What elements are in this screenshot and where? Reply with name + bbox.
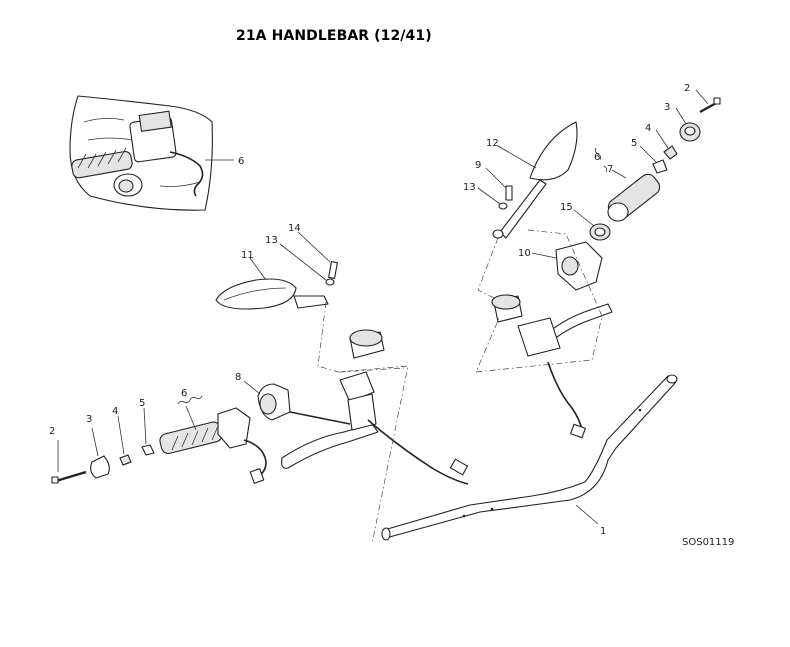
right-mirror-nut — [498, 202, 508, 210]
right-bar-end-weight — [679, 122, 701, 142]
callout-4-left: 4 — [112, 406, 118, 417]
callout-13-right: 13 — [463, 182, 476, 193]
callout-3-left: 3 — [86, 414, 92, 425]
callout-13-left: 13 — [265, 235, 278, 246]
callout-4-right: 4 — [645, 123, 651, 134]
right-switch-housing — [555, 241, 603, 291]
left-lever — [281, 423, 379, 469]
inset-switch-detail — [69, 95, 213, 211]
right-mirror-bolt — [505, 185, 513, 201]
callout-11: 11 — [241, 250, 254, 261]
drawing-code: SOS01119 — [682, 537, 735, 548]
right-bar-end-bolt — [699, 97, 721, 113]
right-spacer — [663, 145, 678, 160]
callout-6-right: 6 — [594, 152, 600, 163]
callout-8: 8 — [235, 372, 241, 383]
callout-2-left: 2 — [49, 426, 55, 437]
right-mirror — [492, 121, 578, 239]
callout-3-right: 3 — [664, 102, 670, 113]
page-title: 21A HANDLEBAR (12/41) — [236, 28, 432, 44]
left-mirror-nut — [325, 278, 335, 286]
right-grip-ring — [589, 223, 611, 241]
callout-7: 7 — [607, 164, 613, 175]
callout-9: 9 — [475, 160, 481, 171]
left-switch-housing — [217, 407, 267, 484]
callout-5-right: 5 — [631, 138, 637, 149]
left-mirror — [215, 278, 329, 310]
left-control-housing — [257, 383, 291, 421]
right-throttle-grip — [607, 173, 661, 222]
callout-12: 12 — [486, 138, 499, 149]
left-bar-end-bolt — [51, 470, 87, 484]
callout-2-right: 2 — [684, 83, 690, 94]
callout-6-inset: 6 — [238, 156, 244, 167]
left-bushing — [141, 444, 155, 456]
callout-1: 1 — [600, 526, 606, 537]
left-mirror-bolt — [328, 261, 338, 279]
right-brake-master-cylinder — [491, 294, 586, 439]
callout-14: 14 — [288, 223, 301, 234]
callout-10: 10 — [518, 248, 531, 259]
handlebar-tube — [381, 374, 678, 541]
left-grip — [159, 421, 223, 455]
left-master-cylinder — [289, 329, 469, 485]
callout-6-left: 6 — [181, 388, 187, 399]
left-bar-end-weight — [90, 455, 110, 479]
callout-5-left: 5 — [139, 398, 145, 409]
callout-15: 15 — [560, 202, 573, 213]
left-spacer — [119, 454, 132, 466]
right-bushing — [652, 159, 668, 174]
